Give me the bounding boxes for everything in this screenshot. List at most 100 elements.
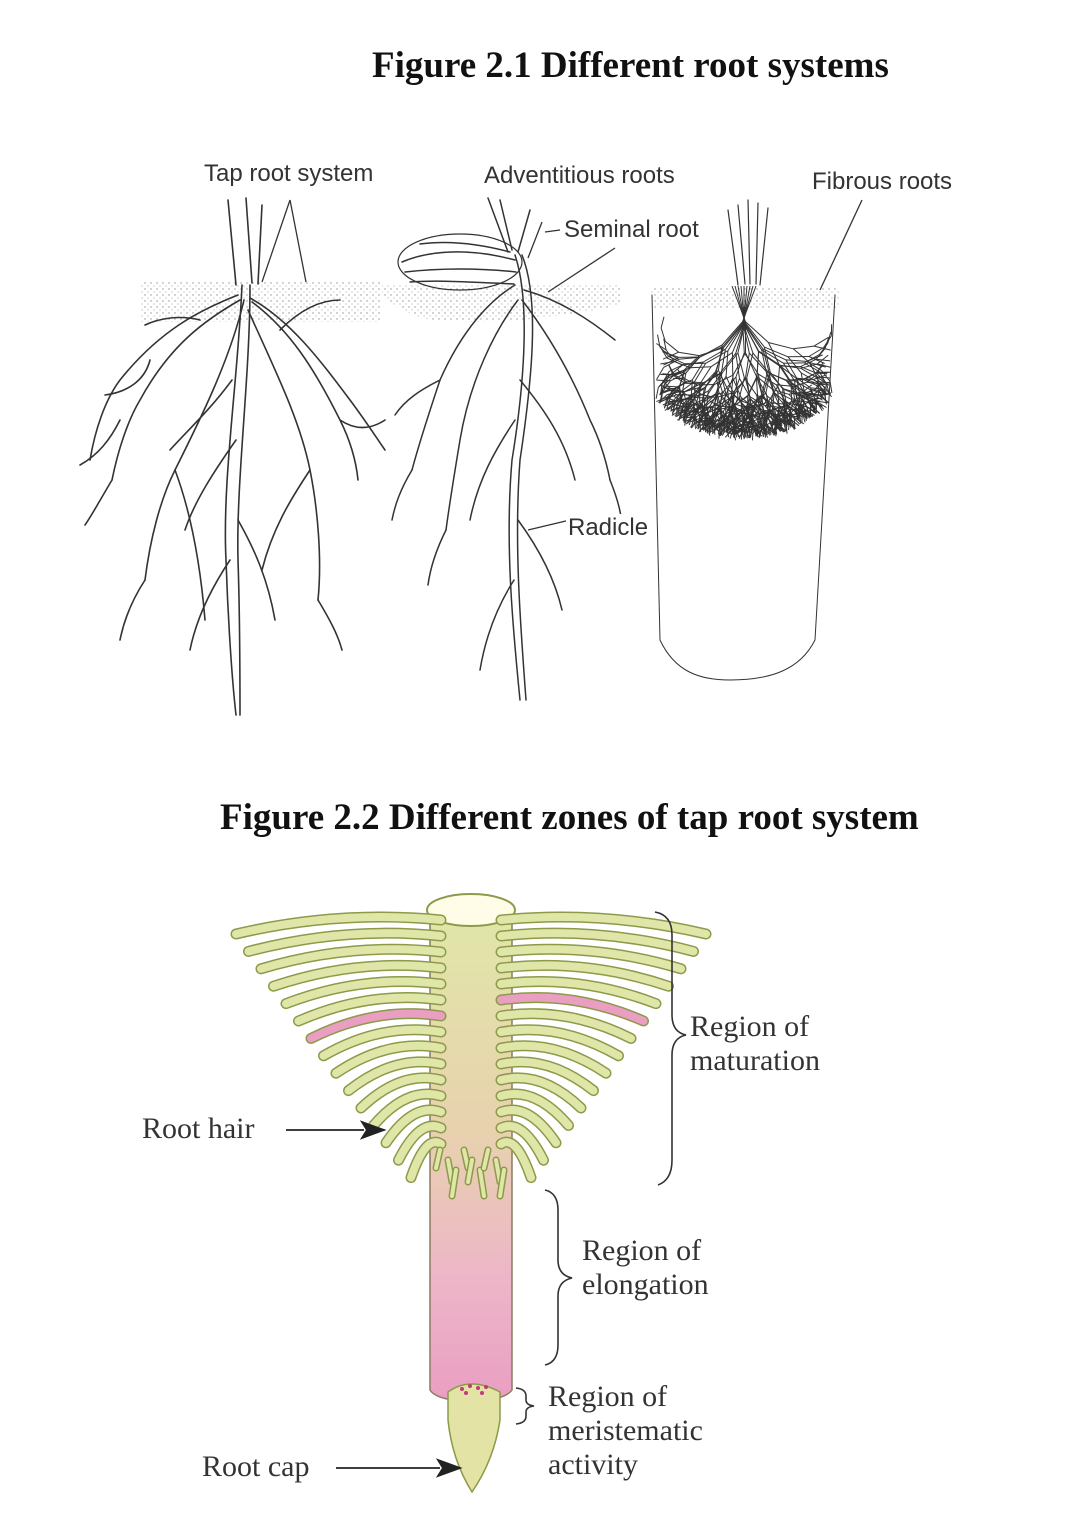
fibrous-root-strand: [808, 399, 821, 402]
fibrous-root-strand: [816, 401, 827, 409]
fibrous-root-strand: [805, 392, 820, 397]
young-root-hair-fill: [462, 1148, 470, 1170]
fibrous-root-strand: [701, 386, 707, 404]
fibrous-root-strand: [744, 413, 753, 423]
fibrous-root-strand: [683, 416, 695, 423]
fibrous-root-strand: [667, 369, 685, 377]
label-seminal-root: Seminal root: [562, 216, 701, 244]
fibrous-root-strand: [691, 361, 704, 381]
root-hair-fill: [497, 1138, 535, 1182]
fibrous-root-strand: [741, 412, 754, 415]
root-cut-surface: [426, 893, 516, 927]
root-hair-fill: [394, 1122, 445, 1165]
fibrous-root-strand: [668, 393, 680, 400]
fibrous-root-strand: [758, 350, 781, 366]
soil-band-fibrous: [650, 288, 840, 308]
fibrous-root-strand: [829, 381, 833, 393]
fibrous-root-strand: [689, 387, 705, 399]
root-hair-fill: [497, 977, 660, 1008]
fibrous-root-strand: [744, 378, 751, 399]
fibrous-root-strand: [748, 352, 767, 373]
fibrous-root-strand: [758, 351, 780, 367]
fibrous-root-strand: [744, 322, 765, 348]
fibrous-root-strand: [802, 393, 805, 408]
root-hair-fill: [282, 977, 445, 1008]
fibrous-root-strand: [813, 390, 826, 395]
fibrous-root-strand: [762, 348, 770, 374]
fibrous-root-strand: [737, 416, 749, 423]
maturation-line-1: Region of: [690, 1010, 810, 1043]
root-hairs-group: [230, 911, 712, 1200]
young-root-hair-fill: [466, 1158, 474, 1184]
fibrous-root-strand: [815, 372, 828, 375]
fibrous-root-strand: [778, 413, 785, 425]
fibrous-root-strand: [699, 344, 723, 358]
root-hair-fill: [497, 1073, 585, 1112]
fibrous-root-strand: [720, 349, 726, 375]
young-root-hair-fill: [482, 1148, 490, 1170]
fibrous-root-strand: [672, 374, 685, 384]
fibrous-root-strand: [729, 427, 735, 439]
fibrous-root-strand: [785, 359, 807, 362]
fibrous-root-strand: [662, 351, 679, 360]
fibrous-root-strand: [775, 421, 785, 431]
label-radicle: Radicle: [566, 514, 651, 542]
fibrous-root-strand: [682, 389, 688, 404]
fibrous-root-strand: [701, 403, 708, 418]
fibrous-root-strand: [779, 365, 797, 379]
fibrous-root-strand: [704, 417, 708, 429]
fibrous-root-strand: [740, 400, 754, 407]
fibrous-root-strand: [665, 394, 677, 400]
fibrous-root-strand: [681, 400, 691, 410]
fibrous-root-strand: [762, 424, 766, 437]
fibrous-root-strand: [809, 361, 826, 368]
fibrous-root-strand: [704, 384, 715, 400]
root-hair-fill: [497, 993, 648, 1025]
fibrous-root-strand: [790, 415, 792, 428]
fibrous-root-strand: [718, 423, 722, 435]
fibrous-root-strand: [762, 348, 787, 361]
fibrous-root-strand: [719, 392, 723, 410]
fibrous-root-strand: [726, 419, 732, 432]
fibrous-root-strand: [772, 407, 786, 416]
fibrous-root-strand: [697, 417, 701, 429]
fibrous-root-strand: [734, 417, 739, 429]
elongation-line-2: elongation: [582, 1268, 709, 1301]
fibrous-root-strand: [737, 417, 747, 426]
fibrous-root-strand: [731, 323, 745, 353]
fibrous-root-strand: [757, 374, 763, 395]
fibrous-root-strand: [806, 374, 817, 383]
fibrous-root-strand: [758, 373, 777, 386]
fibrous-root-strand: [671, 405, 683, 411]
fibrous-root-strand: [815, 384, 825, 394]
fibrous-root-strand: [766, 423, 775, 434]
soil-band-adventitious: [382, 284, 620, 322]
meristematic-line-2: meristematic: [548, 1414, 703, 1447]
fibrous-root-strand: [684, 386, 702, 393]
fibrous-root-strand: [728, 405, 739, 418]
fibrous-root-strand: [725, 350, 729, 377]
fibrous-root-strand: [772, 421, 777, 434]
fibrous-root-strand: [678, 351, 700, 357]
fibrous-root-strand: [815, 364, 824, 374]
young-root-hair-fill: [498, 1168, 506, 1198]
fibrous-root-strand: [656, 379, 671, 382]
fibrous-root-strand: [703, 371, 717, 389]
fibrous-root-strand: [806, 381, 819, 385]
fibrous-root-strand: [688, 413, 693, 426]
fibrous-root-strand: [715, 371, 720, 393]
root-hair-fill: [307, 1009, 445, 1043]
fibrous-root-strand: [670, 400, 674, 412]
fibrous-root-strand: [768, 342, 794, 350]
root-hair-fill: [294, 993, 445, 1025]
fibrous-roots-drawing: [651, 199, 836, 681]
fibrous-root-strand: [660, 316, 665, 329]
fibrous-root-strand: [677, 369, 686, 379]
figure-1-title: Figure 2.1 Different root systems: [372, 45, 889, 86]
fibrous-root-strand: [717, 370, 729, 390]
fibrous-root-strand: [810, 405, 820, 414]
fibrous-root-strand: [791, 382, 806, 394]
root-hair-fill: [497, 1057, 598, 1095]
root-hair-fill: [497, 1089, 573, 1130]
